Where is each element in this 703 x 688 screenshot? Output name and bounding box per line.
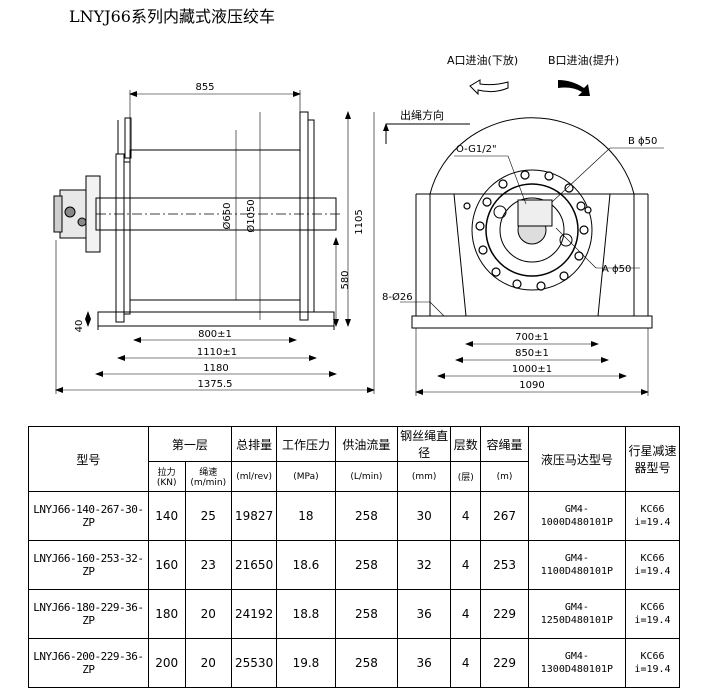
dim-40: 40 — [74, 320, 85, 333]
dim-1000: 1000±1 — [512, 364, 552, 375]
dim-1105: 1105 — [354, 209, 365, 234]
rope-direction-arrow — [383, 123, 470, 144]
dim-800: 800±1 — [198, 329, 232, 340]
header-flow: 供油流量 — [334, 426, 399, 462]
bolt-label: 8-Ø26 — [382, 291, 413, 303]
dim-1375: 1375.5 — [198, 379, 233, 390]
header-speed: 绳速(m/min) — [184, 461, 232, 492]
header-rope: 钢丝绳直径 — [397, 426, 452, 462]
dim-1050: Ø1050 — [245, 199, 257, 232]
header-rope-unit: (mm) — [397, 461, 452, 492]
table-row: LNYJ66-180-229-36-ZP 180 20 24192 18.8 2… — [28, 589, 681, 639]
dim-700: 700±1 — [515, 332, 549, 343]
header-gearbox: 行星减速器型号 — [624, 426, 681, 492]
port-a-label: A口进油(下放) — [447, 53, 518, 67]
table-row: LNYJ66-160-253-32-ZP 160 23 21650 18.6 2… — [28, 540, 681, 590]
header-pressure: 工作压力 — [276, 426, 336, 462]
header-pull: 拉力(KN) — [147, 461, 186, 492]
header-layers-unit: (层) — [450, 461, 482, 492]
header-capacity-unit: (m) — [480, 461, 529, 492]
port-b-label: B口进油(提升) — [548, 53, 619, 67]
header-layers: 层数 — [450, 426, 482, 462]
dim-855: 855 — [195, 82, 214, 93]
header-pressure-unit: (MPa) — [276, 461, 336, 492]
bolt-circle — [463, 170, 592, 291]
dim-1090: 1090 — [519, 380, 544, 391]
header-displacement-unit: (ml/rev) — [230, 461, 278, 492]
header-first-layer: 第一层 — [147, 426, 232, 462]
dim-850: 850±1 — [515, 348, 549, 359]
dim-1180: 1180 — [203, 363, 228, 374]
leader-lines — [400, 147, 664, 317]
header-displacement: 总排量 — [230, 426, 278, 462]
table-row: LNYJ66-140-267-30-ZP 140 25 19827 18 258… — [28, 491, 681, 541]
port-arrows — [469, 79, 590, 96]
spec-table: 型号 第一层 总排量 工作压力 供油流量 钢丝绳直径 层数 容绳量 液压马达型号… — [28, 426, 681, 688]
rope-direction-label: 出绳方向 — [400, 108, 444, 122]
page-title: LNYJ66系列内藏式液压绞车 — [69, 7, 275, 26]
end-view — [411, 117, 653, 329]
end-view-dimensions — [415, 328, 649, 396]
dim-650: Ø650 — [221, 203, 233, 230]
og-port-label: O-G1/2" — [456, 144, 497, 155]
header-flow-unit: (L/min) — [334, 461, 399, 492]
dim-580: 580 — [340, 270, 351, 289]
dim-1110: 1110±1 — [197, 347, 237, 358]
a-port-label: A ϕ50 — [602, 264, 631, 275]
header-capacity: 容绳量 — [480, 426, 529, 462]
technical-drawing: 855 Ø650 Ø1050 1105 580 40 800±1 1110±1 … — [53, 53, 664, 396]
side-view — [53, 111, 340, 330]
header-model: 型号 — [28, 426, 149, 492]
table-row: LNYJ66-200-229-36-ZP 200 20 25530 19.8 2… — [28, 638, 681, 688]
header-motor: 液压马达型号 — [527, 426, 626, 492]
b-port-label: B ϕ50 — [628, 136, 657, 147]
side-view-dimensions — [55, 90, 375, 394]
